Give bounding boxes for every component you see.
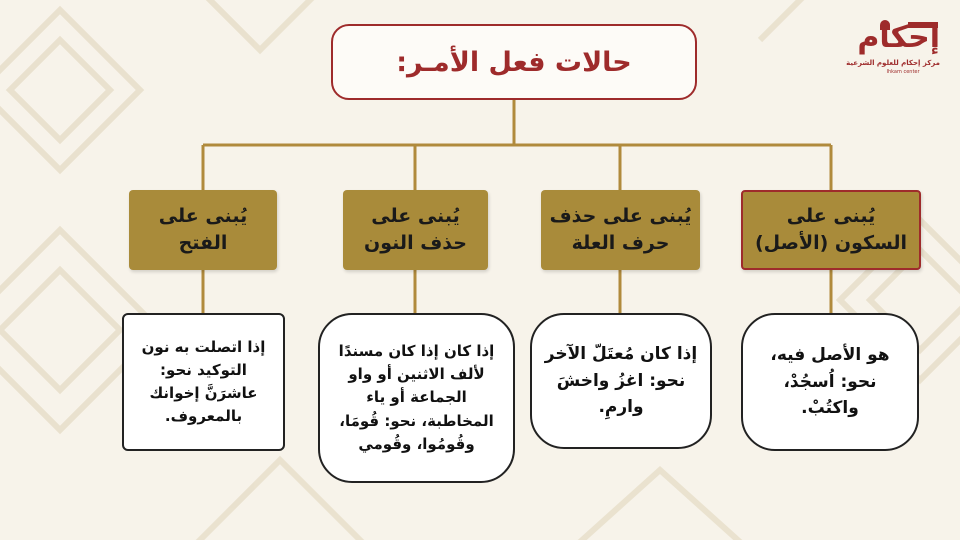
category-label: يُبنى على السكون (الأصل) <box>754 205 908 254</box>
category-label: يُبنى على حذف النون <box>364 205 467 254</box>
logo-bar-icon <box>908 22 938 28</box>
description-text: هو الأصل فيه، نحو: اُسجُدْ، واكتُبْ. <box>770 345 890 419</box>
diagram-title-text: حالات فعل الأمـر: <box>396 46 632 78</box>
description-text: إذا كان إذا كان مسندًا لألف الاثنين أو و… <box>338 341 495 453</box>
category-label: يُبنى على الفتح <box>158 205 248 254</box>
description-text: إذا اتصلت به نون التوكيد نحو: عاشرَنَّ إ… <box>141 337 266 426</box>
category-label: يُبنى على حذف حرف العلة <box>549 205 692 254</box>
category-hadhf-nun: يُبنى على حذف النون <box>343 190 488 270</box>
ihkam-logo: إحكام مركز إحكام للعلوم الشرعية Ihkam ce… <box>846 18 940 94</box>
logo-dome-icon <box>880 20 890 30</box>
description-hadhf-illa: إذا كان مُعتَلّ الآخر نحو: اغزُ واخشَ وا… <box>530 313 712 449</box>
diagram-title: حالات فعل الأمـر: <box>331 24 697 100</box>
description-fath: إذا اتصلت به نون التوكيد نحو: عاشرَنَّ إ… <box>122 313 285 451</box>
description-hadhf-nun: إذا كان إذا كان مسندًا لألف الاثنين أو و… <box>318 313 515 483</box>
category-hadhf-illa: يُبنى على حذف حرف العلة <box>541 190 700 270</box>
category-fath: يُبنى على الفتح <box>129 190 277 270</box>
logo-tagline: Ihkam center <box>886 69 920 75</box>
category-sukun: يُبنى على السكون (الأصل) <box>741 190 921 270</box>
description-sukun: هو الأصل فيه، نحو: اُسجُدْ، واكتُبْ. <box>741 313 919 451</box>
logo-subtitle: مركز إحكام للعلوم الشرعية <box>846 59 940 67</box>
description-text: إذا كان مُعتَلّ الآخر نحو: اغزُ واخشَ وا… <box>544 344 698 418</box>
